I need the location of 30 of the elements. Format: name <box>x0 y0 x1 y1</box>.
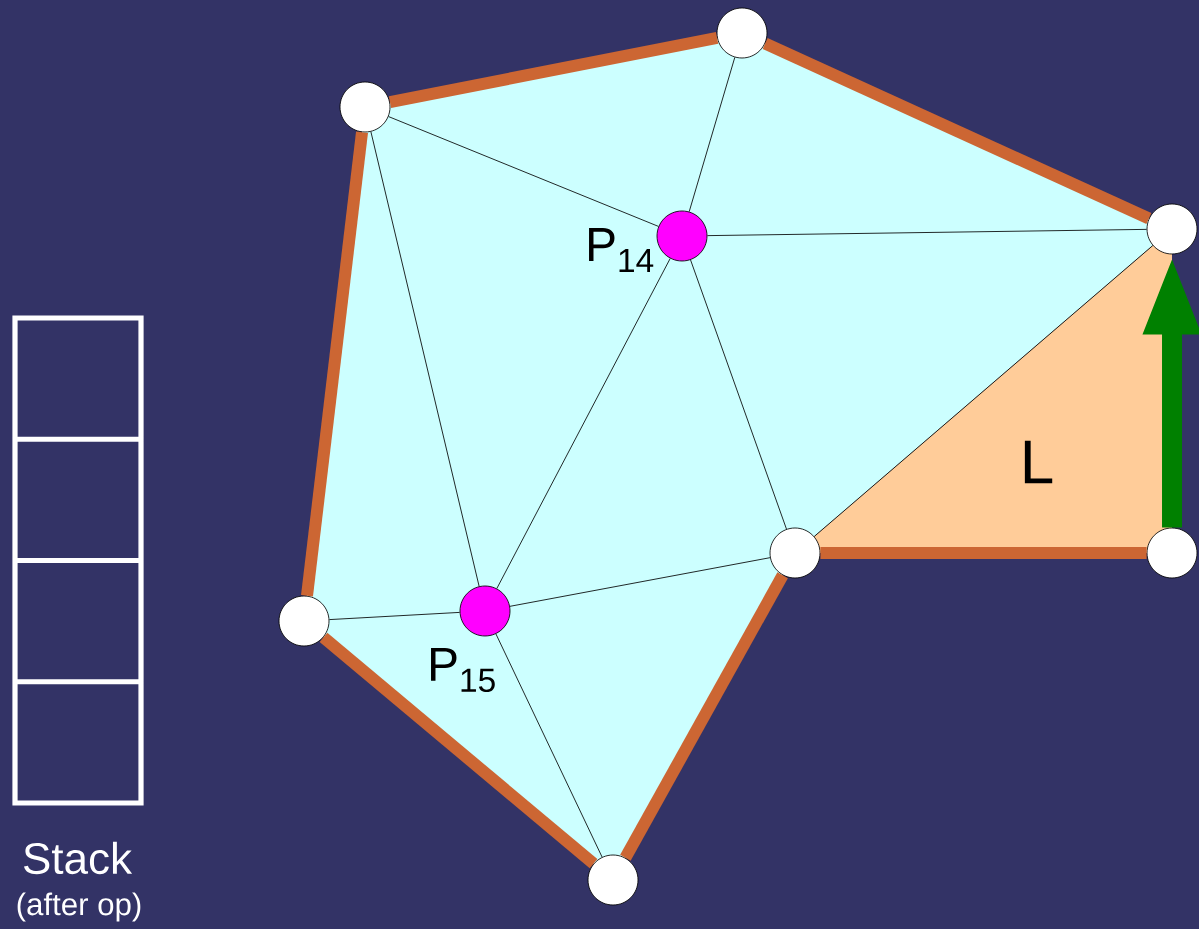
mesh-edge <box>762 38 1152 224</box>
vertex-circle <box>1146 203 1198 255</box>
region-label: L <box>1024 440 1053 484</box>
vertex-circle <box>459 585 511 637</box>
vertex-circle <box>769 527 821 579</box>
mesh-edge <box>328 612 461 620</box>
stack-note: (after op) <box>17 892 141 922</box>
mesh-edge <box>688 56 736 213</box>
mesh-edge <box>690 259 787 530</box>
vertex-circle <box>656 210 708 262</box>
mesh-edge <box>319 632 598 869</box>
vertex-label: P$_{14}$ <box>589 228 654 272</box>
vertex-circle <box>1146 527 1198 579</box>
vertex-circle <box>339 81 391 133</box>
mesh-edge <box>620 572 788 861</box>
mesh-edge <box>495 633 603 858</box>
mesh-edge <box>388 116 659 227</box>
mesh-edge <box>370 131 480 587</box>
mesh-edge <box>301 131 368 597</box>
mesh-edge <box>707 228 1147 237</box>
mesh-edge <box>496 258 671 589</box>
vertex-circle <box>278 595 330 647</box>
vertex-circle <box>716 7 768 59</box>
stack-label: Stack <box>24 841 133 875</box>
vertex-label: P$_{15}$ <box>431 647 495 693</box>
mesh-edge <box>388 32 719 108</box>
mesh-edge <box>813 245 1154 537</box>
vertex-circle <box>587 854 639 906</box>
mesh-edge <box>509 557 771 607</box>
mesh-edge <box>820 547 1147 559</box>
